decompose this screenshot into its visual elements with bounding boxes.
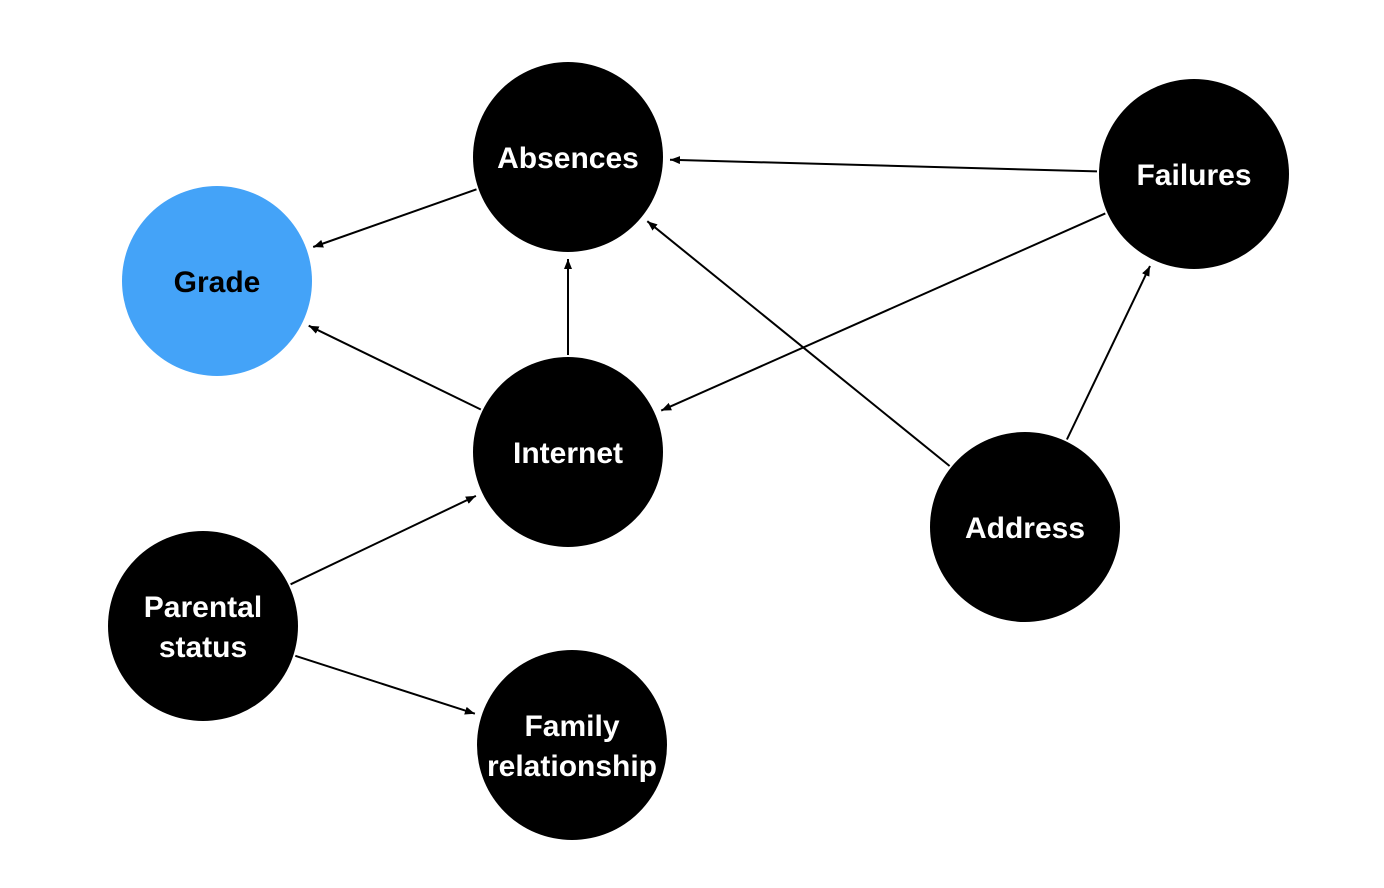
node-family-relationship: Family relationship xyxy=(477,650,667,840)
edge-parental-status-to-internet xyxy=(290,494,477,586)
node-label-parental-status: Parental status xyxy=(144,591,262,664)
node-absences: Absences xyxy=(473,62,663,252)
node-label-internet: Internet xyxy=(513,437,623,470)
edge-internet-to-grade xyxy=(308,324,482,411)
node-circle-parental-status xyxy=(108,531,298,721)
node-label-line: status xyxy=(159,631,247,664)
node-label-line: Address xyxy=(965,512,1085,545)
edge-address-to-absences xyxy=(646,220,951,467)
node-label-grade: Grade xyxy=(174,266,261,299)
node-label-line: Grade xyxy=(174,266,261,299)
nodes: Grade AbsencesFailuresInternetAddressPare… xyxy=(108,62,1289,840)
node-circle-address xyxy=(930,432,1120,622)
node-label-line: Absences xyxy=(497,142,639,175)
node-label-line: Parental xyxy=(144,591,262,624)
edge-absences-to-grade xyxy=(312,188,477,248)
node-failures: Failures xyxy=(1099,79,1289,269)
edges xyxy=(290,156,1151,715)
edge-failures-to-absences xyxy=(669,156,1098,173)
node-label-line: Failures xyxy=(1136,159,1251,192)
node-circle-grade xyxy=(122,186,312,376)
node-label-family-relationship: Family relationship xyxy=(487,710,657,783)
node-circle-absences xyxy=(473,62,663,252)
node-label-address: Address xyxy=(965,512,1085,545)
node-internet: Internet xyxy=(473,357,663,547)
edge-parental-status-to-family-relationship xyxy=(294,654,476,715)
node-grade: Grade xyxy=(122,186,312,376)
node-address: Address xyxy=(930,432,1120,622)
node-label-failures: Failures xyxy=(1136,159,1251,192)
node-circle-family-relationship xyxy=(477,650,667,840)
node-circle-failures xyxy=(1099,79,1289,269)
node-label-absences: Absences xyxy=(497,142,639,175)
node-circle-internet xyxy=(473,357,663,547)
node-parental-status: Parental status xyxy=(108,531,298,721)
node-label-line: Family xyxy=(524,710,619,743)
edge-address-to-failures xyxy=(1065,265,1151,440)
edge-failures-to-internet xyxy=(660,212,1106,412)
node-label-line: relationship xyxy=(487,750,657,783)
node-label-line: Internet xyxy=(513,437,623,470)
